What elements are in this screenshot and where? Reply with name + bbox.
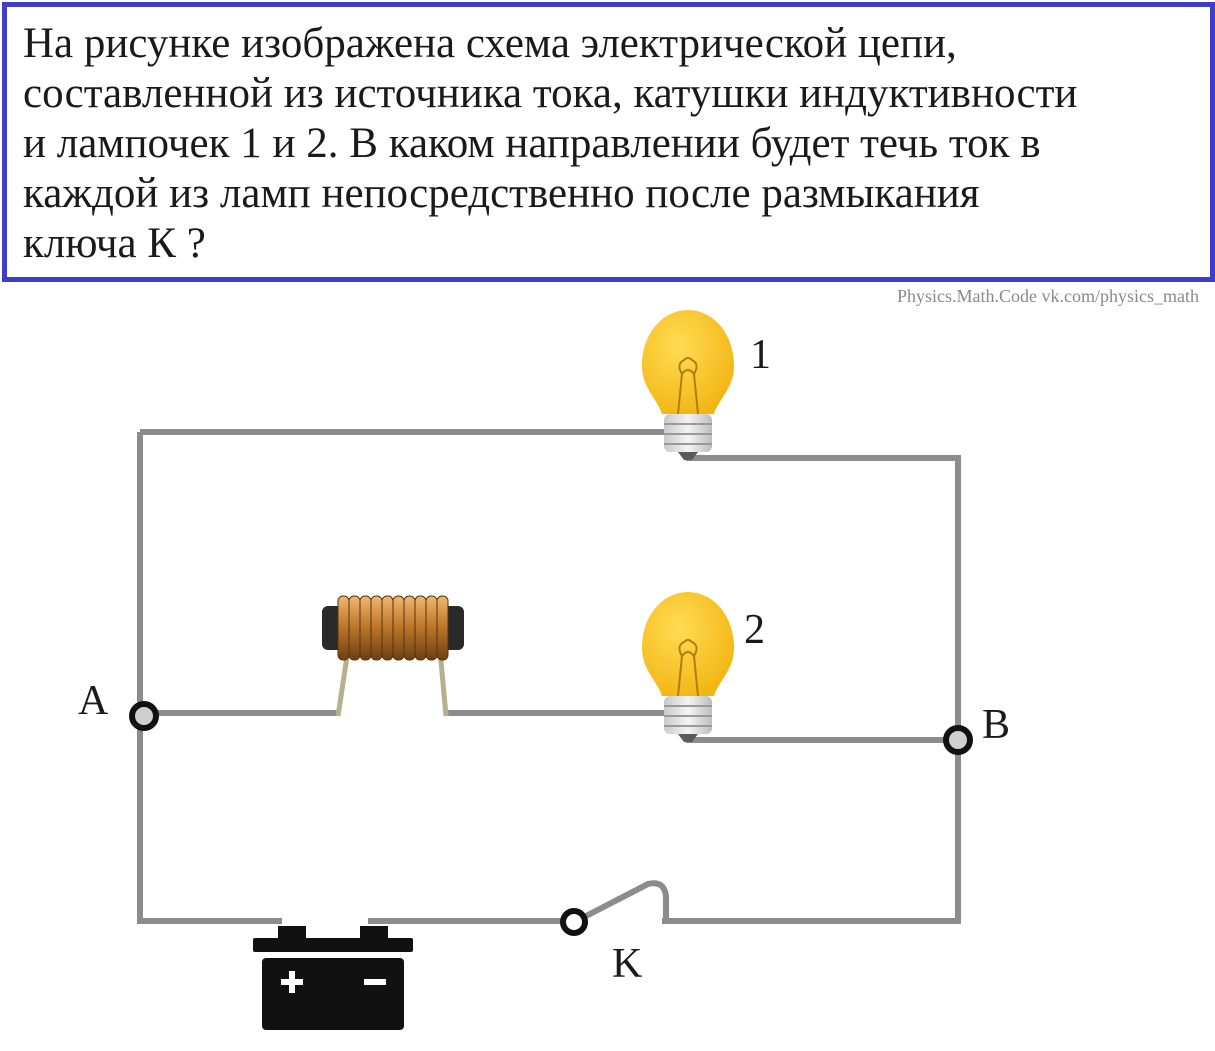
battery	[253, 926, 413, 1030]
coil-lead-right	[437, 649, 449, 717]
question-text: На рисунке изображена схема электрическо…	[23, 20, 1078, 267]
node-a-label: A	[78, 678, 109, 724]
lamp-1-bulb	[642, 310, 734, 414]
coil-windings	[337, 595, 449, 661]
lamp-1	[642, 310, 734, 460]
lamp-2-filament	[677, 639, 699, 697]
switch-k	[560, 880, 669, 936]
coil-lead-left	[335, 649, 351, 717]
switch-lever	[584, 880, 669, 921]
lamp-1-filament	[677, 357, 699, 415]
question-box: На рисунке изображена схема электрическо…	[2, 2, 1215, 282]
switch-contact	[560, 908, 588, 936]
node-a-dot	[129, 701, 159, 731]
credit-watermark: Physics.Math.Code vk.com/physics_math	[897, 286, 1199, 306]
plus-icon	[281, 971, 303, 993]
lamp-2-label: 2	[744, 607, 765, 653]
battery-terminal-right	[360, 926, 388, 940]
wire-left-bottom	[137, 716, 282, 924]
wire-switch-to-right	[662, 740, 961, 924]
lamp-1-label: 1	[750, 332, 771, 378]
lamp-1-tip	[678, 452, 698, 460]
inductor-coil	[322, 595, 464, 717]
battery-terminal-left	[278, 926, 306, 940]
switch-label: K	[612, 941, 642, 987]
lamp-2-tip	[678, 734, 698, 742]
wire-top-right	[686, 455, 961, 740]
node-b-dot	[943, 725, 973, 755]
battery-top-bar	[253, 938, 413, 952]
battery-body	[262, 958, 404, 1030]
lamp-2	[642, 592, 734, 742]
node-b-label: B	[982, 702, 1010, 748]
wires	[137, 429, 961, 924]
lamp-2-bulb	[642, 592, 734, 696]
